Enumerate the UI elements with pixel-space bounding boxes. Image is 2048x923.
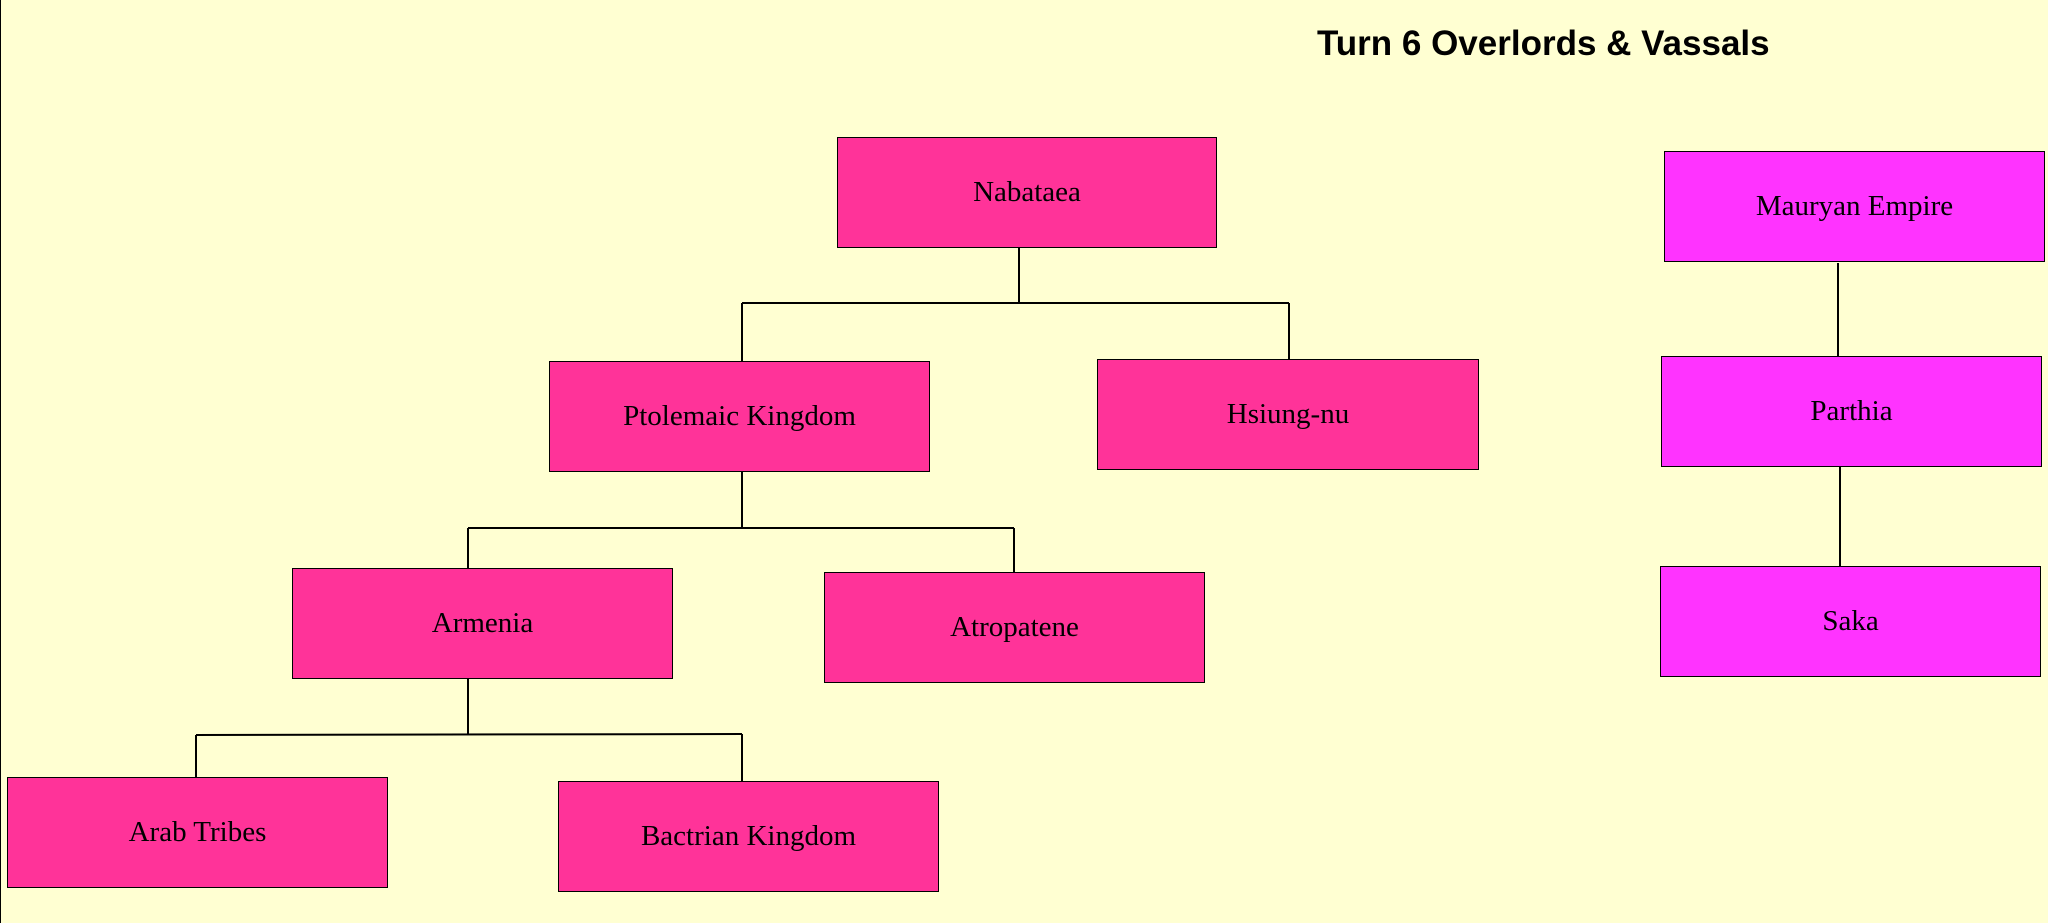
node-saka: Saka <box>1660 566 2041 677</box>
node-ptolemaic-kingdom: Ptolemaic Kingdom <box>549 361 930 472</box>
node-arab-tribes: Arab Tribes <box>7 777 388 888</box>
node-nabataea: Nabataea <box>837 137 1217 248</box>
node-hsiung-nu: Hsiung-nu <box>1097 359 1479 470</box>
connector-armenia-bar <box>195 733 743 736</box>
node-bactrian-kingdom: Bactrian Kingdom <box>558 781 939 892</box>
node-atropatene: Atropatene <box>824 572 1205 683</box>
node-armenia: Armenia <box>292 568 673 679</box>
node-mauryan-empire: Mauryan Empire <box>1664 151 2045 262</box>
diagram-title: Turn 6 Overlords & Vassals <box>1317 24 1770 63</box>
node-parthia: Parthia <box>1661 356 2042 467</box>
